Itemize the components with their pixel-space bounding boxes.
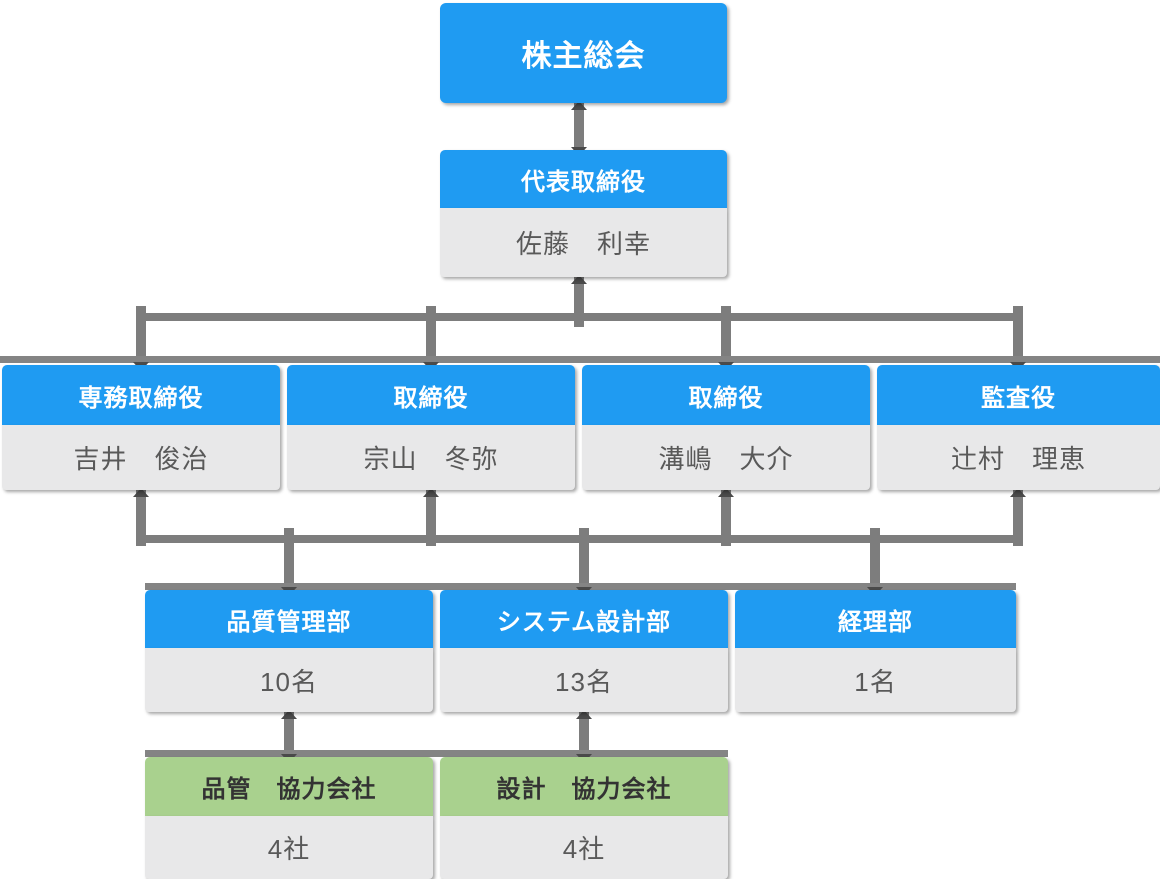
node-title: 設計 協力会社 <box>440 757 728 816</box>
node-title: 経理部 <box>735 590 1016 648</box>
org-node-qc-partner-companies: 品管 協力会社 4社 <box>145 757 433 879</box>
node-person-name: 宗山 冬弥 <box>287 425 575 490</box>
node-title: 取締役 <box>582 365 870 425</box>
connector-drop-senior-managing-director <box>136 306 146 365</box>
arrowhead-up-senior-managing-director <box>133 488 149 497</box>
arrowhead-up-ceo <box>571 275 587 284</box>
connector-qc-dept-to-partner <box>284 712 294 757</box>
connector-rail-level3 <box>136 313 1023 321</box>
node-person-name: 辻村 理恵 <box>877 425 1160 490</box>
connector-ceo-down <box>574 277 584 327</box>
org-node-director-2: 取締役 溝嶋 大介 <box>582 365 870 490</box>
arrowhead-up-director-1 <box>423 488 439 497</box>
connector-drop-system-design-dept <box>579 528 589 590</box>
connector-feed-auditor <box>1013 490 1023 546</box>
node-person-name: 吉井 俊治 <box>2 425 280 490</box>
org-node-accounting-dept: 経理部 1名 <box>735 590 1016 712</box>
org-node-shareholders: 株主総会 <box>440 3 727 103</box>
connector-drop-quality-control-dept <box>284 528 294 590</box>
org-node-system-design-dept: システム設計部 13名 <box>440 590 728 712</box>
node-person-name: 溝嶋 大介 <box>582 425 870 490</box>
connector-design-dept-to-partner <box>579 712 589 757</box>
org-node-representative-director: 代表取締役 佐藤 利幸 <box>440 150 727 277</box>
org-node-auditor: 監査役 辻村 理恵 <box>877 365 1160 490</box>
arrowhead-up-shareholders <box>571 101 587 110</box>
row-band-level5 <box>145 750 728 757</box>
node-title: 品管 協力会社 <box>145 757 433 816</box>
connector-drop-director-2 <box>721 306 731 365</box>
connector-shareholders-to-ceo <box>574 103 584 150</box>
node-headcount: 1名 <box>735 648 1016 712</box>
org-node-quality-control-dept: 品質管理部 10名 <box>145 590 433 712</box>
node-company-count: 4社 <box>440 816 728 879</box>
node-headcount: 10名 <box>145 648 433 712</box>
row-band-level3 <box>0 356 1160 363</box>
org-node-director-1: 取締役 宗山 冬弥 <box>287 365 575 490</box>
arrowhead-up-director-2 <box>718 488 734 497</box>
node-company-count: 4社 <box>145 816 433 879</box>
connector-drop-accounting-dept <box>870 528 880 590</box>
arrowhead-up-auditor <box>1010 488 1026 497</box>
node-title: 品質管理部 <box>145 590 433 648</box>
node-person-name: 佐藤 利幸 <box>440 208 727 277</box>
connector-drop-auditor <box>1013 306 1023 365</box>
connector-feed-director-2 <box>721 490 731 546</box>
node-title: 専務取締役 <box>2 365 280 425</box>
node-headcount: 13名 <box>440 648 728 712</box>
arrowhead-up-quality-control-dept <box>281 710 297 719</box>
node-title: システム設計部 <box>440 590 728 648</box>
org-node-senior-managing-director: 専務取締役 吉井 俊治 <box>2 365 280 490</box>
row-band-level4 <box>145 583 1016 590</box>
node-title: 取締役 <box>287 365 575 425</box>
connector-feed-director-1 <box>426 490 436 546</box>
org-node-design-partner-companies: 設計 協力会社 4社 <box>440 757 728 879</box>
node-title: 代表取締役 <box>440 150 727 208</box>
node-title: 監査役 <box>877 365 1160 425</box>
arrowhead-up-system-design-dept <box>576 710 592 719</box>
node-title: 株主総会 <box>440 3 727 103</box>
connector-drop-director-1 <box>426 306 436 365</box>
connector-feed-senior-managing-director <box>136 490 146 546</box>
